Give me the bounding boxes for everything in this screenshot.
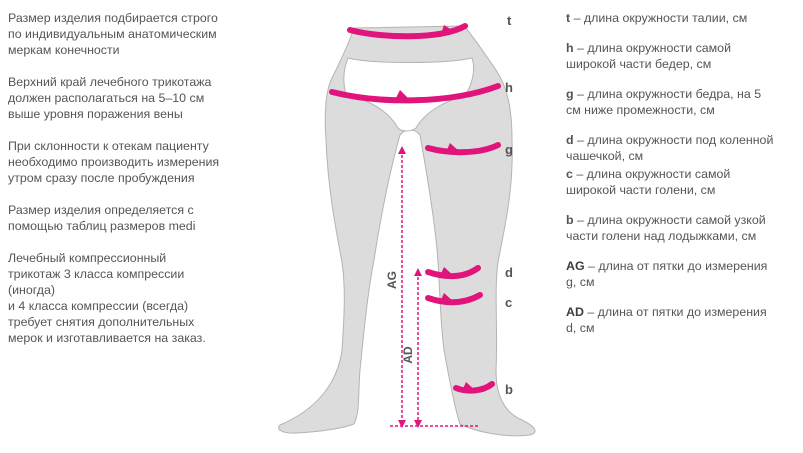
marker-label-g: g <box>505 142 513 157</box>
legend-text-h: – длина окружности самой широкой части б… <box>566 41 731 71</box>
legend-key-d: d <box>566 133 574 147</box>
legs-diagram: AG AD t h g d c b <box>278 13 536 437</box>
instructions-notes: Размер изделия подбирается строго по инд… <box>8 10 253 362</box>
legend-item-b: b – длина окружности самой узкой части г… <box>566 212 803 244</box>
legend-item-ad: AD – длина от пятки до измерения d, см <box>566 304 803 336</box>
hip-arrowhead <box>395 90 410 100</box>
legend-item-d: d – длина окружности под коленной чашечк… <box>566 132 803 164</box>
measurement-legend: t – длина окружности талии, см h – длина… <box>566 10 803 336</box>
legend-key-g: g <box>566 87 574 101</box>
legend-text-d: – длина окружности под коленной чашечкой… <box>566 133 774 163</box>
legend-text-ad: – длина от пятки до измерения d, см <box>566 305 767 335</box>
ankle-arrowhead <box>462 382 476 391</box>
legs-measurement-figure: AG AD t h g d c b <box>250 0 560 453</box>
legend-key-b: b <box>566 213 574 227</box>
hip-band-h <box>329 83 501 104</box>
legend-text-ag: – длина от пятки до измерения g, см <box>566 259 768 289</box>
marker-label-t: t <box>507 13 512 28</box>
thigh-arrowhead <box>446 143 460 152</box>
calf-arrowhead <box>440 293 454 302</box>
legend-text-c: – длина окружности самой широкой части г… <box>566 167 731 197</box>
legend-key-ag: AG <box>566 259 585 273</box>
note-upper-edge: Верхний край лечебного трикотажа должен … <box>8 75 212 121</box>
calf-band-c <box>425 292 483 306</box>
marker-label-b: b <box>505 382 513 397</box>
knee-band-d <box>425 265 481 280</box>
note-custom-order: Лечебный компрессионный трикотаж 3 класс… <box>8 251 206 345</box>
legend-text-t: – длина окружности талии, см <box>570 11 748 25</box>
legend-item-g: g – длина окружности бедра, на 5 см ниже… <box>566 86 803 118</box>
legend-item-ag: AG – длина от пятки до измерения g, см <box>566 258 803 290</box>
waist-band-t <box>347 23 468 40</box>
marker-label-c: c <box>505 295 512 310</box>
marker-label-h: h <box>505 80 513 95</box>
legend-key-t: t <box>566 11 571 25</box>
knee-arrowhead <box>440 267 454 276</box>
legend-key-ad: AD <box>566 305 584 319</box>
legend-item-h: h – длина окружности самой широкой части… <box>566 40 803 72</box>
legend-text-b: – длина окружности самой узкой части гол… <box>566 213 766 243</box>
legend-text-g: – длина окружности бедра, на 5 см ниже п… <box>566 87 762 117</box>
waist-arrowhead <box>440 25 455 37</box>
legend-key-c: c <box>566 167 573 181</box>
note-size-tables: Размер изделия определяется с помощью та… <box>8 203 196 233</box>
note-measurement: Размер изделия подбирается строго по инд… <box>8 11 218 57</box>
ad-label: AD <box>401 346 415 364</box>
ag-label: AG <box>385 271 399 289</box>
thigh-band-g <box>425 142 501 156</box>
legend-item-c: c – длина окружности самой широкой части… <box>566 166 803 198</box>
note-swelling: При склонности к отекам пациенту необход… <box>8 139 220 185</box>
legend-item-t: t – длина окружности талии, см <box>566 10 803 26</box>
legend-key-h: h <box>566 41 574 55</box>
marker-label-d: d <box>505 265 513 280</box>
